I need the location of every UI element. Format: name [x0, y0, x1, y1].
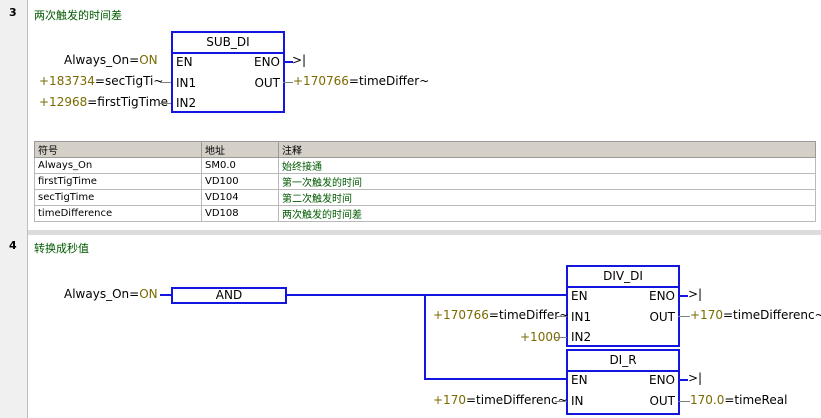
- en-operand-name: Always_On: [64, 287, 130, 301]
- cell-comment: 始终接通: [278, 157, 816, 174]
- and-left-wire: [160, 294, 172, 296]
- dir-out-operand-name: timeReal: [734, 393, 788, 407]
- di-r-block[interactable]: DI_R EN ENO IN OUT: [566, 349, 680, 415]
- out-wire: [283, 82, 293, 83]
- div-di-out-operand[interactable]: +170=timeDifferenc~: [690, 308, 821, 322]
- cell-comment: 第二次触发时间: [278, 189, 816, 206]
- div-di-block[interactable]: DIV_DI EN ENO IN1 OUT IN2: [566, 265, 680, 347]
- div-di-out-pin: OUT: [649, 310, 675, 324]
- branch-bottom-wire: [424, 378, 568, 380]
- div-out-value: +170: [690, 308, 723, 322]
- header-comment[interactable]: 注释: [278, 141, 816, 158]
- network-divider: [28, 230, 821, 235]
- di-r-in-operand[interactable]: +170=timeDifferenc~: [433, 393, 568, 407]
- div-di-eno-pin: ENO: [648, 289, 675, 303]
- network-gutter: [0, 0, 27, 418]
- div-di-in2-operand[interactable]: +1000: [520, 330, 561, 344]
- sub-di-eno-pin: ENO: [253, 55, 280, 69]
- en-operand-name: Always_On: [64, 53, 130, 67]
- di-r-out-operand[interactable]: 170.0=timeReal: [690, 393, 788, 407]
- div-out-wire: [678, 316, 690, 317]
- cell-address: VD100: [201, 173, 279, 190]
- symbol-table-header: 符号 地址 注释: [34, 141, 816, 158]
- di-r-eno-pin: ENO: [648, 373, 675, 387]
- div-in2-wire: [555, 337, 567, 338]
- cell-address: VD104: [201, 189, 279, 206]
- cell-symbol: Always_On: [34, 157, 202, 174]
- and-right-wire: [285, 294, 568, 296]
- out-value: +170766: [293, 74, 349, 88]
- en-operand-value: ON: [139, 53, 158, 67]
- branch-vertical-wire: [424, 294, 426, 380]
- cell-address: SM0.0: [201, 157, 279, 174]
- sub-di-eno-arrow: >|: [292, 53, 307, 67]
- cell-comment: 第一次触发的时间: [278, 173, 816, 190]
- symbol-table: 符号 地址 注释 Always_On SM0.0 始终接通 firstTigTi…: [34, 141, 816, 222]
- header-address[interactable]: 地址: [201, 141, 279, 158]
- dir-in-wire: [555, 401, 567, 402]
- network-4-title[interactable]: 转换成秒值: [34, 242, 89, 255]
- div-di-in1-pin: IN1: [571, 310, 592, 324]
- div-di-in2-pin: IN2: [571, 330, 592, 344]
- cell-comment: 两次触发的时间差: [278, 205, 816, 222]
- in1-operand-name: secTigTi~: [104, 74, 164, 88]
- in1-value: +183734: [39, 74, 95, 88]
- div-in1-value: +170766: [433, 308, 489, 322]
- dir-out-value: 170.0: [690, 393, 725, 407]
- div-in2-value: +1000: [520, 330, 561, 344]
- header-symbol[interactable]: 符号: [34, 141, 202, 158]
- power-rail: [27, 0, 28, 418]
- table-row[interactable]: firstTigTime VD100 第一次触发的时间: [34, 173, 816, 190]
- sub-di-in2-pin: IN2: [176, 96, 197, 110]
- sub-di-out-pin: OUT: [254, 76, 280, 90]
- table-row[interactable]: Always_On SM0.0 始终接通: [34, 157, 816, 174]
- di-r-out-pin: OUT: [649, 394, 675, 408]
- div-di-title: DIV_DI: [568, 267, 678, 288]
- in2-operand-name: firstTigTime: [97, 95, 169, 109]
- sub-di-en-pin: EN: [176, 55, 193, 69]
- sub-di-title: SUB_DI: [173, 33, 283, 54]
- and-label: AND: [215, 288, 243, 302]
- in2-value: +12968: [39, 95, 88, 109]
- div-in1-wire: [555, 316, 567, 317]
- div-eno-wire: [678, 295, 688, 297]
- sub-di-en-operand[interactable]: Always_On=ON: [64, 53, 158, 67]
- sub-di-in1-operand[interactable]: +183734=secTigTi~: [39, 74, 164, 88]
- network-3-number[interactable]: 3: [9, 6, 17, 19]
- div-in1-operand-name: timeDiffer~: [498, 308, 570, 322]
- div-di-eno-arrow: >|: [688, 287, 703, 301]
- network-4-number[interactable]: 4: [9, 239, 17, 252]
- di-r-in-pin: IN: [571, 394, 584, 408]
- in2-wire: [160, 103, 172, 104]
- div-di-en-pin: EN: [571, 289, 588, 303]
- cell-address: VD108: [201, 205, 279, 222]
- di-r-eno-arrow: >|: [688, 371, 703, 385]
- out-operand-name: timeDiffer~: [358, 74, 430, 88]
- div-di-in1-operand[interactable]: +170766=timeDiffer~: [433, 308, 570, 322]
- table-row[interactable]: timeDifference VD108 两次触发的时间差: [34, 205, 816, 222]
- div-out-operand-name: timeDifferenc~: [733, 308, 821, 322]
- dir-in-operand-name: timeDifferenc~: [476, 393, 568, 407]
- sub-di-out-operand[interactable]: +170766=timeDiffer~: [293, 74, 430, 88]
- network-3-title[interactable]: 两次触发的时间差: [34, 9, 122, 22]
- di-r-title: DI_R: [568, 351, 678, 372]
- sub-di-in1-pin: IN1: [176, 76, 197, 90]
- and-en-operand[interactable]: Always_On=ON: [64, 287, 158, 301]
- cell-symbol: timeDifference: [34, 205, 202, 222]
- cell-symbol: secTigTime: [34, 189, 202, 206]
- dir-out-wire: [678, 401, 690, 402]
- eno-wire: [283, 61, 293, 63]
- dir-eno-wire: [678, 379, 688, 381]
- cell-symbol: firstTigTime: [34, 173, 202, 190]
- dir-in-value: +170: [433, 393, 466, 407]
- and-box[interactable]: AND: [171, 287, 287, 304]
- table-row[interactable]: secTigTime VD104 第二次触发时间: [34, 189, 816, 206]
- sub-di-block[interactable]: SUB_DI EN ENO IN1 OUT IN2: [171, 31, 285, 113]
- in1-wire: [160, 82, 172, 83]
- en-operand-value: ON: [139, 287, 158, 301]
- sub-di-in2-operand[interactable]: +12968=firstTigTime: [39, 95, 169, 109]
- di-r-en-pin: EN: [571, 373, 588, 387]
